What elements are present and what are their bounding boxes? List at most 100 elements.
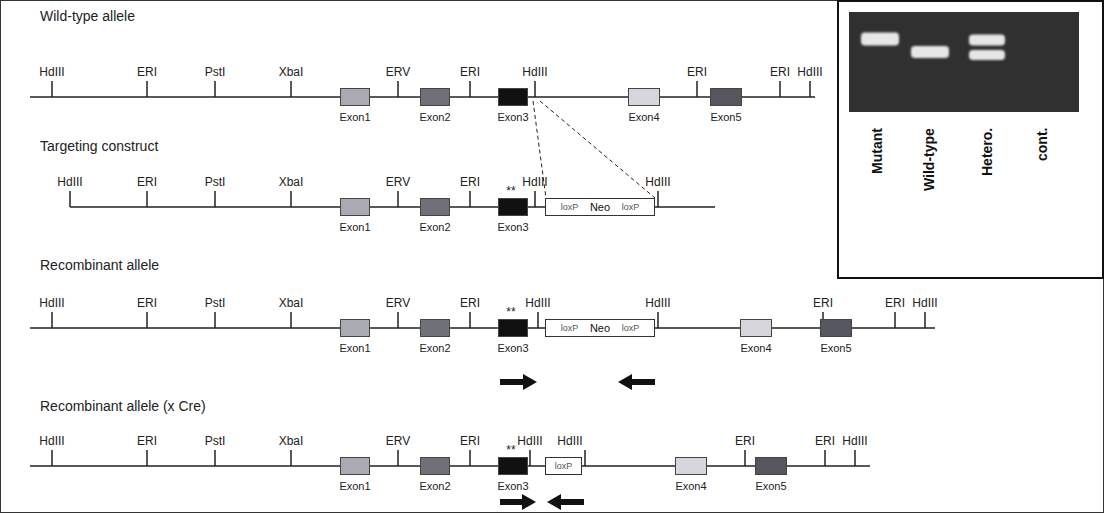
row-title: Wild-type allele: [40, 8, 135, 24]
restriction-site: ERI: [460, 175, 480, 189]
lane-label: cont.: [1034, 128, 1050, 161]
exon-label: Exon1: [339, 111, 370, 124]
restriction-site: ERI: [137, 296, 157, 310]
site-tick: [214, 191, 216, 207]
restriction-site: ERI: [460, 434, 480, 448]
exon-box: Exon3: [498, 457, 528, 475]
restriction-site: HdIII: [39, 65, 64, 79]
lane-label: Hetero.: [979, 128, 995, 176]
restriction-site: ERI: [460, 296, 480, 310]
restriction-site: PstI: [205, 296, 226, 310]
exon-box: Exon3: [498, 198, 528, 216]
cassette-name: Neo: [590, 201, 610, 213]
exon-box: Exon1: [340, 198, 370, 216]
exon-box: Exon3: [498, 88, 528, 106]
gel-background: [849, 12, 1079, 112]
exon-box: Exon2: [420, 198, 450, 216]
cassette-box: loxP: [545, 457, 582, 475]
site-tick: [924, 312, 926, 328]
cassette-name: Neo: [590, 322, 610, 334]
gel-band: [911, 46, 949, 58]
restriction-site: HdIII: [645, 175, 670, 189]
restriction-site: ERV: [386, 175, 410, 189]
loxp-site: loxP: [622, 322, 640, 334]
exon-box: Exon5: [820, 319, 852, 337]
restriction-site: ERV: [386, 65, 410, 79]
exon-box: Exon4: [740, 319, 772, 337]
primer-arrow: [618, 374, 655, 390]
exon-label: Exon4: [740, 342, 771, 355]
restriction-site: ERV: [386, 434, 410, 448]
site-tick: [469, 312, 471, 328]
restriction-site: HdIII: [557, 434, 582, 448]
site-tick: [51, 312, 53, 328]
restriction-site: ERI: [137, 65, 157, 79]
gel-panel: MutantWild-typeHetero.cont.: [837, 0, 1104, 279]
exon-box: Exon1: [340, 457, 370, 475]
dna-line: [30, 327, 935, 329]
primer-arrow: [500, 374, 537, 390]
exon-label: Exon4: [628, 111, 659, 124]
site-tick: [290, 312, 292, 328]
exon-label: Exon1: [339, 480, 370, 493]
site-tick: [290, 450, 292, 466]
exon-box: Exon5: [755, 457, 787, 475]
site-tick: [894, 312, 896, 328]
exon-box: Exon4: [628, 88, 660, 106]
site-tick: [469, 450, 471, 466]
restriction-site: HdIII: [517, 434, 542, 448]
exon-box: Exon3: [498, 319, 528, 337]
site-tick: [534, 81, 536, 97]
exon-box: Exon2: [420, 319, 450, 337]
exon-label: Exon2: [419, 480, 450, 493]
site-tick: [51, 81, 53, 97]
site-tick: [397, 81, 399, 97]
site-tick: [809, 81, 811, 97]
restriction-site: HdIII: [57, 175, 82, 189]
restriction-site: HdIII: [842, 434, 867, 448]
restriction-site: ERV: [386, 296, 410, 310]
restriction-site: XbaI: [279, 296, 304, 310]
restriction-site: HdIII: [39, 434, 64, 448]
loxp-site: loxP: [561, 201, 579, 213]
restriction-site: HdIII: [522, 65, 547, 79]
site-tick: [290, 81, 292, 97]
restriction-site: ERI: [735, 434, 755, 448]
exon-label: Exon2: [419, 111, 450, 124]
mutation-mark: **: [506, 444, 515, 456]
exon-label: Exon5: [755, 480, 786, 493]
row-title: Targeting construct: [40, 138, 158, 154]
site-tick: [214, 81, 216, 97]
exon-box: Exon4: [675, 457, 707, 475]
exon-box: Exon1: [340, 88, 370, 106]
loxp-site: loxP: [622, 201, 640, 213]
primer-arrow: [547, 494, 584, 510]
dna-line: [30, 465, 870, 467]
site-tick: [397, 191, 399, 207]
site-tick: [584, 450, 586, 466]
exon-label: Exon2: [419, 221, 450, 234]
site-tick: [469, 81, 471, 97]
restriction-site: XbaI: [279, 65, 304, 79]
site-tick: [779, 81, 781, 97]
gel-band: [969, 50, 1005, 60]
exon-label: Exon5: [710, 111, 741, 124]
site-tick: [214, 450, 216, 466]
site-tick: [469, 191, 471, 207]
row-title: Recombinant allele (x Cre): [40, 398, 206, 414]
site-tick: [397, 450, 399, 466]
exon-label: Exon1: [339, 342, 370, 355]
site-tick: [854, 450, 856, 466]
site-tick: [537, 312, 539, 328]
restriction-site: ERI: [137, 434, 157, 448]
restriction-site: HdIII: [39, 296, 64, 310]
restriction-site: ERI: [770, 65, 790, 79]
restriction-site: HdIII: [525, 296, 550, 310]
restriction-site: PstI: [205, 65, 226, 79]
gel-band: [969, 35, 1005, 46]
restriction-site: ERI: [815, 434, 835, 448]
lane-label: Wild-type: [921, 128, 937, 191]
restriction-site: ERI: [813, 296, 833, 310]
